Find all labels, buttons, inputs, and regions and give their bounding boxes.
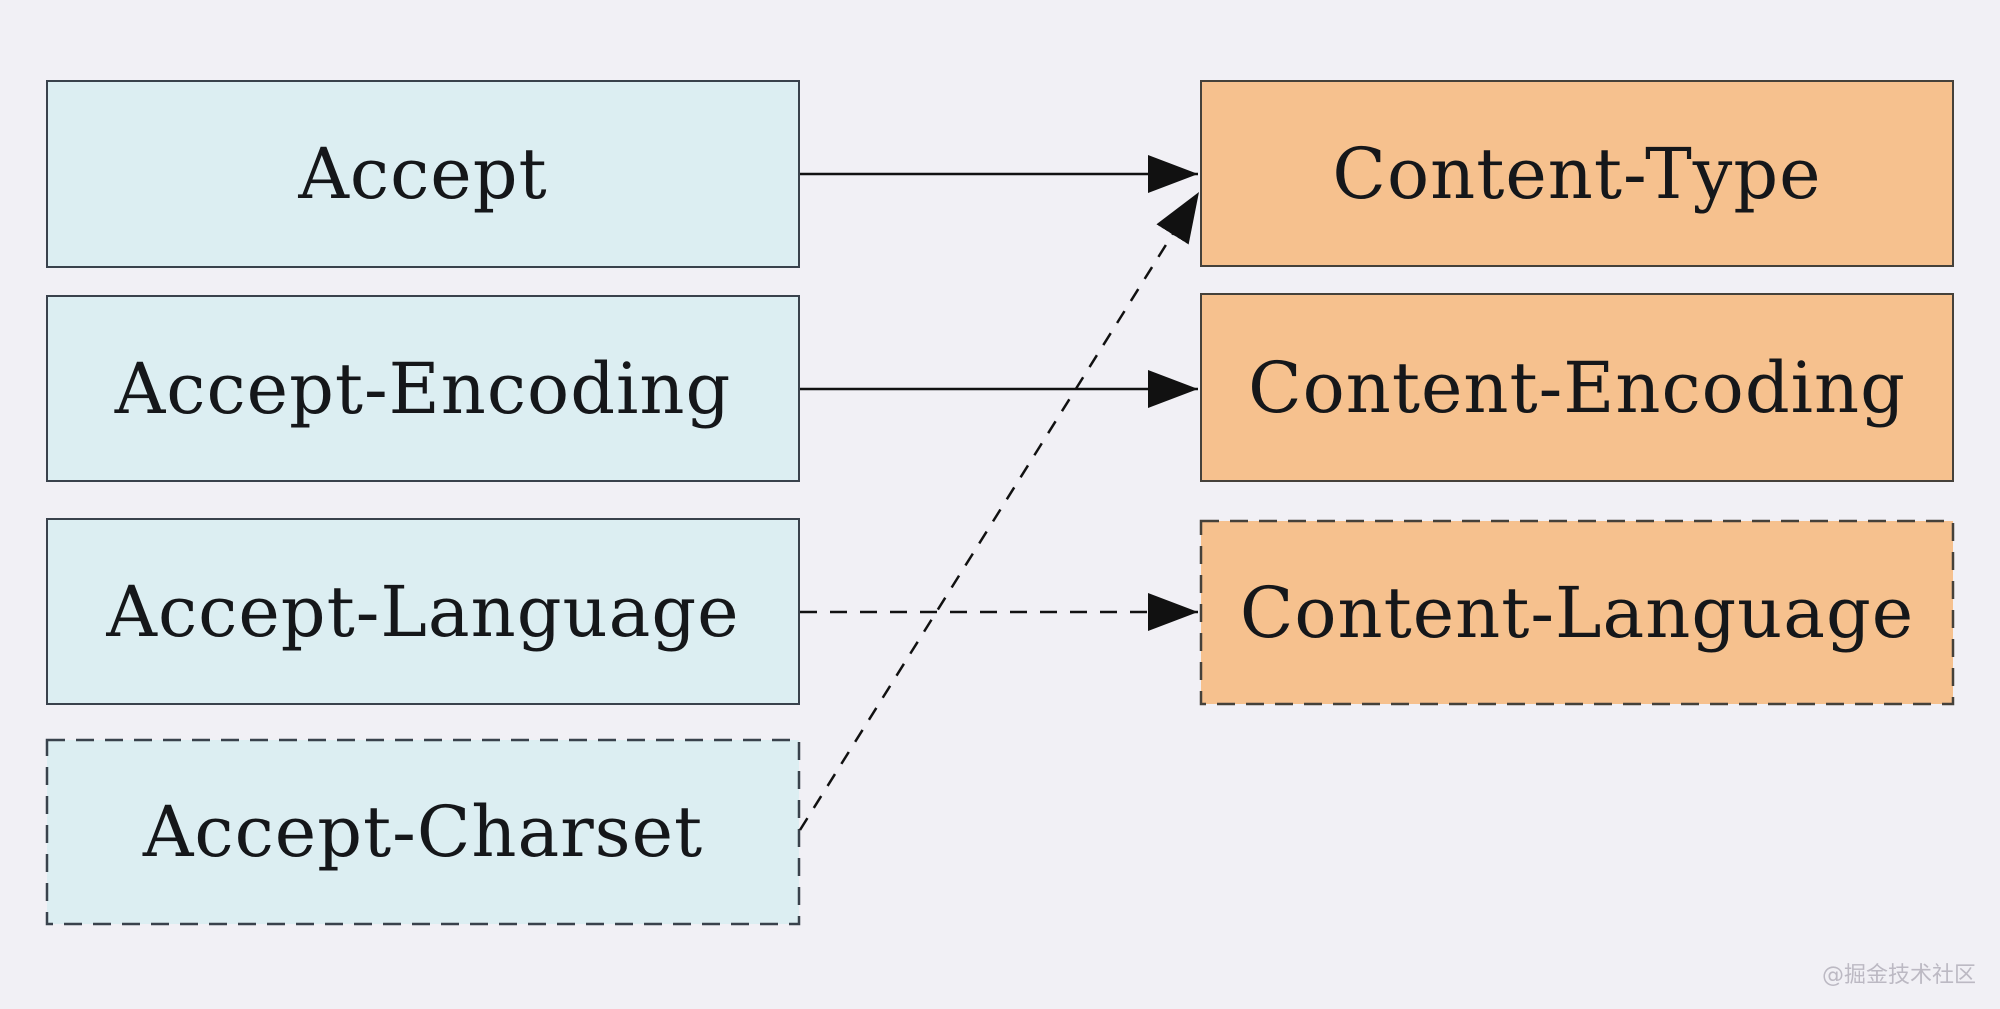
- response-header-label: Content-Language: [1239, 571, 1915, 654]
- watermark: @掘金技术社区: [1821, 963, 1976, 988]
- response-header-label: Content-Type: [1332, 132, 1822, 215]
- request-header-box-accept-charset: Accept-Charset: [46, 739, 800, 925]
- response-header-label: Content-Encoding: [1248, 346, 1906, 429]
- request-header-box-accept-language: Accept-Language: [46, 518, 800, 705]
- request-header-label: Accept-Encoding: [114, 347, 732, 430]
- response-header-box-content-type: Content-Type: [1200, 80, 1954, 267]
- response-header-box-content-language: Content-Language: [1200, 520, 1954, 705]
- request-header-label: Accept: [298, 133, 548, 215]
- request-header-label: Accept-Language: [106, 570, 740, 653]
- request-header-box-accept-encoding: Accept-Encoding: [46, 295, 800, 482]
- arrow-accept-charset-to-content-type: [798, 191, 1201, 831]
- response-header-box-content-encoding: Content-Encoding: [1200, 293, 1954, 482]
- request-header-box-accept: Accept: [46, 80, 800, 268]
- request-header-label: Accept-Charset: [142, 791, 704, 873]
